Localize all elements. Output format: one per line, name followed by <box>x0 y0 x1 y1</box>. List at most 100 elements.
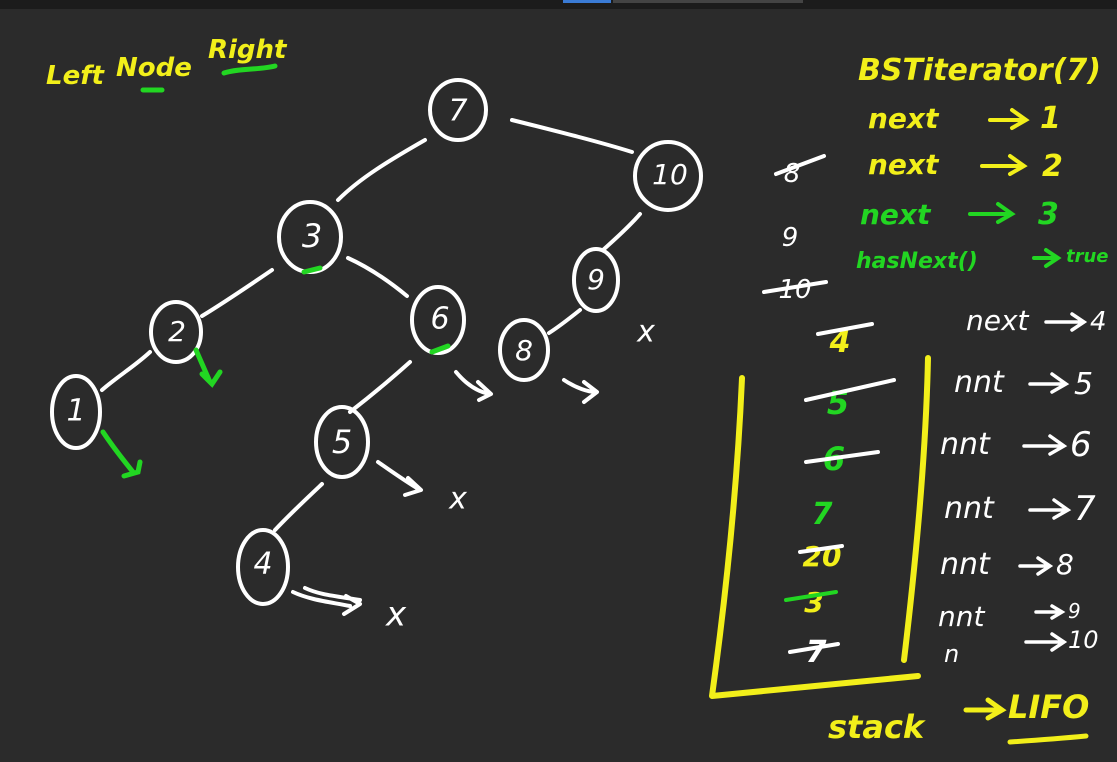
stack-arrow-6 <box>1034 604 1066 620</box>
stack-arrow-1 <box>1044 312 1088 332</box>
stack-item-1: 4 <box>829 325 851 360</box>
stack-call-4: nnt <box>944 491 995 526</box>
stack-call-6: nnt <box>938 600 985 633</box>
node-3-label: 3 <box>302 217 322 255</box>
edge-7-3 <box>336 138 427 202</box>
edge-9-8 <box>547 308 582 335</box>
null-mark-5: x <box>448 482 467 517</box>
active-tab-indicator <box>563 0 611 3</box>
iterator-arrow-4 <box>1032 248 1062 268</box>
null-arrow-6 <box>454 370 493 402</box>
stack-policy-underline <box>1007 733 1089 745</box>
null-arrow-5 <box>376 460 423 497</box>
stack-result-4: 7 <box>1074 489 1096 529</box>
iterator-arrow-2 <box>980 154 1028 176</box>
stack-right-wall <box>901 355 931 663</box>
stack-result-2: 5 <box>1074 367 1093 402</box>
green-mark-node-2 <box>193 347 223 388</box>
stack-arrow-5 <box>1018 556 1054 576</box>
iterator-result-3: 3 <box>1038 197 1059 232</box>
node-5-label: 5 <box>332 423 352 461</box>
node-7-circle <box>428 78 488 142</box>
stack-call-5: nnt <box>940 547 991 582</box>
edge-3-6 <box>346 256 409 298</box>
stack-arrow-3 <box>1022 434 1068 456</box>
stack-result-5: 8 <box>1056 548 1074 581</box>
null-mark-4: x <box>385 595 407 635</box>
node-8-circle <box>498 318 550 382</box>
edge-6-5 <box>348 360 412 414</box>
stack-item-6: 3 <box>804 586 823 619</box>
green-mark-node-3 <box>301 265 323 275</box>
stack-result-6: 9 <box>1068 599 1081 623</box>
stack-call-1: next <box>966 304 1030 337</box>
crossed-value-8: 8 <box>784 159 801 189</box>
node-10-label: 10 <box>652 158 688 191</box>
stack-item-7: 7 <box>806 635 827 670</box>
edge-5-4 <box>273 482 324 532</box>
window-top-bar <box>0 0 1117 9</box>
node-1-circle <box>50 374 102 450</box>
strike-10 <box>762 280 828 294</box>
node-4-circle <box>236 528 290 606</box>
null-mark-9: x <box>636 315 655 350</box>
iterator-arrow-1 <box>988 108 1030 130</box>
stack-policy-arrow <box>963 697 1007 721</box>
stack-item-4: 7 <box>812 497 833 532</box>
iterator-arrow-3 <box>968 202 1016 224</box>
stack-arrow-4 <box>1028 498 1072 520</box>
tab-strip <box>613 0 803 3</box>
stack-call-7: n <box>944 640 959 668</box>
iterator-call-1: next <box>868 102 940 135</box>
stack-strike-2 <box>804 378 896 402</box>
edge-7-10 <box>510 118 634 154</box>
node-8-label: 8 <box>515 334 533 367</box>
iterator-result-2: 2 <box>1042 149 1063 184</box>
stack-result-3: 6 <box>1070 425 1092 465</box>
node-4-label: 4 <box>253 547 272 582</box>
node-6-circle <box>410 285 466 355</box>
iterator-result-1: 1 <box>1040 101 1061 136</box>
stack-label: stack <box>828 708 926 746</box>
stack-container <box>709 375 921 699</box>
iterator-call-3: next <box>860 198 932 231</box>
edge-3-2 <box>200 268 274 318</box>
node-2-label: 2 <box>168 315 186 348</box>
null-arrow-4 <box>291 586 362 616</box>
stack-result-7: 10 <box>1068 626 1099 654</box>
iterator-title: BSTiterator(7) <box>858 53 1101 88</box>
null-arrow-8 <box>562 378 599 404</box>
edge-10-9 <box>601 212 642 252</box>
heading-left: Left <box>46 61 106 91</box>
crossed-value-9: 9 <box>782 223 799 253</box>
node-1-label: 1 <box>66 394 85 429</box>
strike-8 <box>774 154 826 176</box>
green-mark-node-1 <box>100 429 143 479</box>
edge-2-1 <box>100 350 152 392</box>
node-2-circle <box>149 300 203 364</box>
heading-right: Right <box>208 35 288 65</box>
stack-arrow-7 <box>1024 632 1068 652</box>
stack-call-3: nnt <box>940 427 991 462</box>
stack-policy: LIFO <box>1008 688 1089 726</box>
node-10-circle <box>633 140 703 212</box>
node-5-circle <box>314 405 370 479</box>
stack-strike-5 <box>798 544 844 554</box>
iterator-call-4: hasNext() <box>856 249 978 274</box>
stack-strike-1 <box>816 322 874 336</box>
stack-strike-6 <box>784 590 838 602</box>
node-7-label: 7 <box>448 94 467 129</box>
node-9-circle <box>572 247 620 313</box>
stack-strike-3 <box>804 450 880 464</box>
stack-call-2: nnt <box>954 365 1005 400</box>
green-mark-heading <box>140 63 278 93</box>
iterator-result-4: true <box>1066 246 1109 267</box>
iterator-call-2: next <box>868 148 940 181</box>
stack-result-1: 4 <box>1090 307 1107 337</box>
node-6-label: 6 <box>430 302 449 337</box>
heading-node: Node <box>116 53 192 83</box>
green-mark-node-6 <box>429 343 451 355</box>
stack-arrow-2 <box>1028 372 1070 394</box>
stack-strike-7 <box>788 642 840 654</box>
